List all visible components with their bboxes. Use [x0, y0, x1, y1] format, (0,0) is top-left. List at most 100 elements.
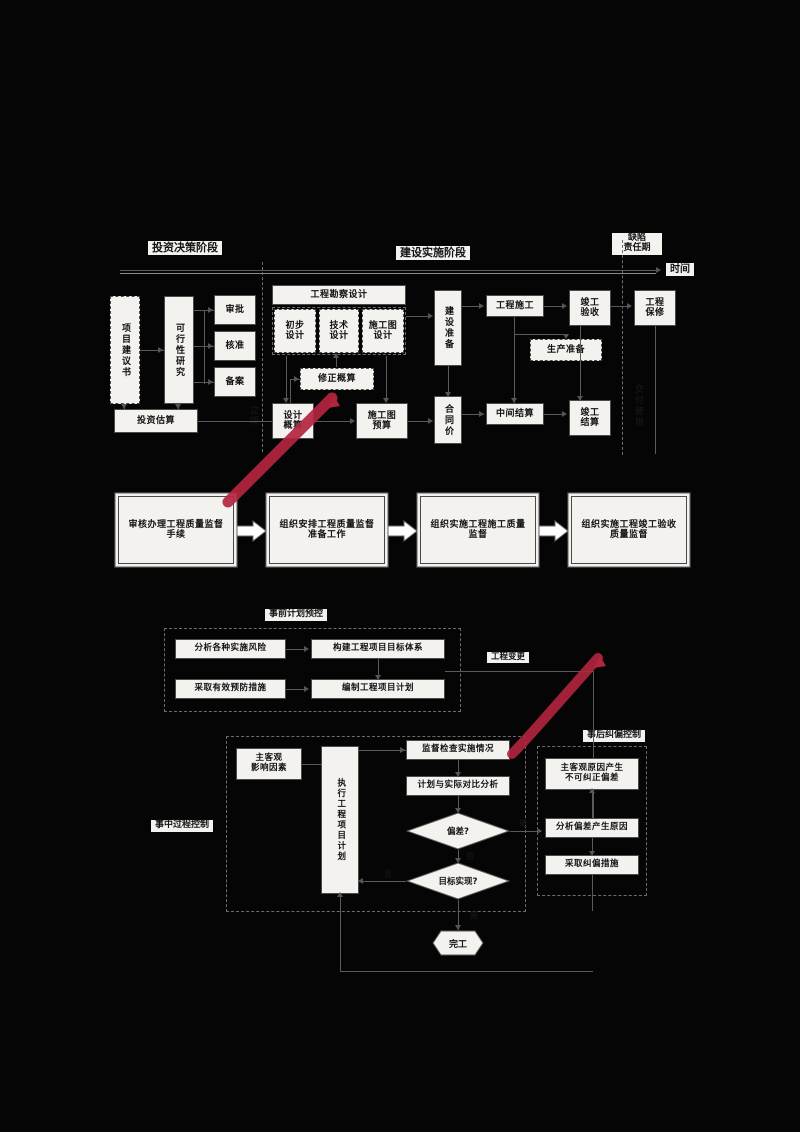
edge-arrow-b12 — [455, 925, 461, 930]
node-plan-vs-actual[interactable]: 计划与实际对比分析 — [406, 776, 510, 796]
node-take-preventive-measures[interactable]: 采取有效预防措施 — [175, 679, 286, 699]
node-approval[interactable]: 审批 — [214, 295, 256, 325]
edge-construction-down — [514, 317, 515, 403]
edge-construction-acceptance — [544, 306, 564, 307]
edge-warranty-down — [655, 326, 656, 454]
edge-label-no-goal: 否 — [384, 870, 392, 879]
edge-estimate-right — [198, 421, 280, 422]
edge-arrow-b9 — [589, 788, 595, 793]
group-in-process — [226, 736, 526, 912]
node-construction-preparation[interactable]: 建设准备 — [434, 290, 462, 366]
node-uncorrectable-deviation[interactable]: 主客观原因产生不可纠正偏差 — [545, 758, 639, 790]
time-axis-arrow — [656, 267, 661, 273]
node-survey-design[interactable]: 工程勘察设计 — [272, 285, 406, 305]
edge-acceptance-warranty — [611, 306, 629, 307]
edge-arrow-16 — [479, 303, 484, 309]
node-investment-estimate[interactable]: 投资估算 — [114, 409, 198, 433]
edge-arrow-19 — [563, 334, 569, 339]
node-analyze-deviation-cause[interactable]: 分析偏差产生原因 — [545, 818, 639, 838]
edge-arrow-b4 — [400, 747, 405, 753]
node-design-budget-estimate[interactable]: 设计概算 — [272, 403, 314, 439]
node-construction-drawing-budget[interactable]: 施工图预算 — [356, 403, 408, 439]
node-completion[interactable]: 完工 — [432, 930, 484, 956]
edge-label-no-deviation: 否 — [466, 852, 474, 861]
edge-goal-no-back — [359, 881, 406, 882]
step-box-4[interactable]: 组织实施工程竣工验收质量监督 — [571, 496, 687, 564]
node-engineering-warranty[interactable]: 工程保修 — [634, 290, 676, 326]
edge-label-yes-deviation: 是 — [519, 819, 527, 828]
edge-execute-supervise — [359, 750, 406, 751]
edge-arrow-1 — [158, 347, 163, 353]
step-label-2: 组织安排工程质量监督准备工作 — [279, 519, 375, 540]
edge-to-production — [514, 334, 566, 335]
step-box-3[interactable]: 组织实施工程施工质量监督 — [420, 496, 536, 564]
node-take-corrective-measures[interactable]: 采取纠偏措施 — [545, 855, 639, 875]
edge-to-record — [194, 382, 214, 383]
edge-prep-contract — [448, 366, 449, 396]
node-engineering-construction[interactable]: 工程施工 — [486, 295, 544, 317]
node-compile-project-plan[interactable]: 编制工程项目计划 — [311, 679, 445, 699]
node-contract-price[interactable]: 合同价 — [434, 396, 462, 444]
edge-goal-completion — [458, 900, 459, 930]
node-preliminary-design[interactable]: 初步设计 — [274, 309, 316, 353]
edge-arrow-11 — [350, 418, 355, 424]
group-label-in-process: 事中过程控制 — [151, 820, 214, 832]
phase-label-defect: 缺陷责任期 — [612, 233, 662, 255]
edge-uncorrect-analyze — [592, 790, 593, 818]
edge-arrow-8 — [333, 353, 339, 358]
edge-arrow-14 — [428, 418, 433, 424]
node-technical-design[interactable]: 技术设计 — [319, 309, 359, 353]
node-build-objective-system[interactable]: 构建工程项目目标体系 — [311, 639, 445, 659]
node-production-preparation[interactable]: 生产准备 — [530, 339, 602, 361]
edge-arrow-17 — [562, 303, 567, 309]
edge-change-h — [445, 671, 593, 672]
edge-compare-deviation — [458, 796, 459, 812]
group-label-pre-planning: 事前计划预控 — [265, 609, 328, 621]
edge-arrow-b10 — [589, 851, 595, 856]
edge-cdbudget-contract — [408, 421, 430, 422]
group-label-post-correction: 事后纠偏控制 — [583, 730, 646, 742]
edge-arrow-4 — [208, 379, 213, 385]
edge-arrow-12 — [294, 376, 299, 382]
node-deviation-decision[interactable]: 偏差? — [406, 812, 510, 850]
node-goal-achieved-decision[interactable]: 目标实现? — [406, 862, 510, 900]
node-project-proposal[interactable]: 项目建议书 — [110, 296, 140, 404]
edge-deviation-goal — [458, 850, 459, 862]
node-verification[interactable]: 核准 — [214, 331, 256, 361]
node-revised-budget-estimate[interactable]: 修正概算 — [300, 368, 374, 390]
edge-factors-execute — [302, 764, 322, 765]
node-completion-settlement[interactable]: 竣工结算 — [569, 400, 611, 436]
node-feasibility-study[interactable]: 可行性研究 — [164, 296, 194, 404]
phase-divider-2 — [622, 240, 623, 455]
edge-acceptance-down — [580, 326, 581, 400]
edge-feedback-v1 — [340, 894, 341, 972]
edge-arrow-13 — [428, 313, 433, 319]
node-subjective-objective-factors[interactable]: 主客观影响因素 — [236, 748, 302, 780]
node-analyze-risks[interactable]: 分析各种实施风险 — [175, 639, 286, 659]
edge-arrow-b2 — [304, 686, 309, 692]
edge-design-revised — [336, 355, 337, 367]
edge-to-approval — [194, 310, 214, 311]
step-label-3: 组织实施工程施工质量监督 — [430, 519, 526, 540]
node-supervise-implementation[interactable]: 监督检查实施情况 — [406, 740, 510, 760]
group-pre-planning — [164, 628, 461, 712]
edge-supervise-compare — [458, 760, 459, 776]
edge-risk-objective — [286, 649, 307, 650]
node-completion-acceptance[interactable]: 竣工验收 — [569, 290, 611, 326]
node-record-filing[interactable]: 备案 — [214, 367, 256, 397]
edge-arrow-21 — [479, 411, 484, 417]
node-execute-project-plan[interactable]: 执行工程项目计划 — [321, 746, 359, 894]
edge-arrow-23 — [577, 396, 583, 401]
time-axis-line — [120, 270, 656, 271]
phase-label-construction: 建设实施阶段 — [396, 246, 470, 261]
step-box-2[interactable]: 组织安排工程质量监督准备工作 — [269, 496, 385, 564]
step-arrow-3 — [539, 520, 569, 542]
node-goal-label: 目标实现? — [438, 877, 478, 887]
edge-contract-interim — [462, 414, 484, 415]
edge-arrow-18 — [627, 303, 632, 309]
step-box-1[interactable]: 审核办理工程质量监督手续 — [118, 496, 234, 564]
node-construction-drawing-design[interactable]: 施工图设计 — [362, 309, 404, 353]
node-interim-settlement[interactable]: 中间结算 — [486, 403, 544, 425]
step-arrow-2 — [388, 520, 418, 542]
edge-arrow-b1 — [304, 646, 309, 652]
